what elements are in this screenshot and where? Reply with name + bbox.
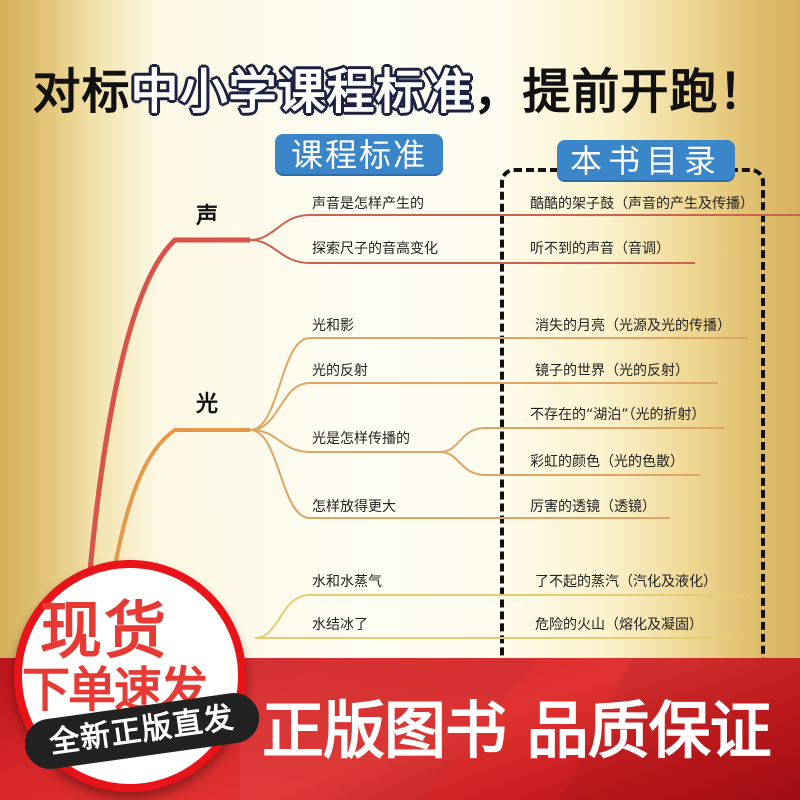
branch-light-3a [439, 427, 725, 453]
branch-sound-1 [249, 214, 800, 241]
course-standard-header: 课程标准 [275, 134, 443, 174]
book-item: 彩虹的颜色（光的色散） [530, 454, 684, 470]
book-item: 了不起的蒸汽（汽化及液化） [535, 574, 717, 590]
branch-light-2 [249, 382, 718, 431]
category-light: 光 [196, 392, 219, 417]
standard-item: 水和水蒸气 [312, 574, 382, 590]
book-item: 不存在的“湖泊”（光的折射） [530, 407, 706, 423]
standard-item: 水结冰了 [312, 617, 368, 633]
headline: 对标中小学课程标准，提前开跑！ [0, 52, 800, 122]
badge-line1: 现货 [40, 594, 169, 667]
book-item: 镜子的世界（光的反射） [535, 363, 689, 379]
book-toc-header: 本书目录 [557, 140, 735, 180]
book-item: 酷酷的架子鼓（声音的产生及传播） [530, 196, 754, 212]
banner-text: 正版图书 品质保证 [262, 694, 772, 767]
headline-part2: 中小学课程标准 [130, 64, 474, 120]
book-item: 厉害的透镜（透镜） [530, 499, 656, 515]
branch-sound-2 [249, 239, 695, 264]
standard-item: 光是怎样传播的 [312, 431, 410, 447]
category-sound: 声 [196, 204, 219, 229]
standard-item: 光的反射 [312, 363, 368, 379]
standard-item: 探索尺子的音高变化 [312, 241, 438, 257]
headline-part3: ，提前开跑！ [473, 64, 768, 120]
standard-item: 声音是怎样产生的 [312, 196, 424, 212]
headline-part1: 对标 [32, 64, 131, 120]
book-item: 消失的月亮（光源及光的传播） [535, 318, 731, 334]
book-item: 听不到的声音（音调） [530, 241, 670, 257]
branch-light-3b [439, 451, 700, 476]
branch-light-3 [249, 429, 440, 453]
book-item: 危险的火山（熔化及凝固） [535, 617, 703, 633]
branch-water-1 [254, 594, 750, 639]
standard-item: 光和影 [312, 318, 354, 334]
branch-light-1 [249, 337, 748, 431]
standard-item: 怎样放得更大 [312, 499, 396, 515]
branch-light-4 [249, 429, 670, 519]
